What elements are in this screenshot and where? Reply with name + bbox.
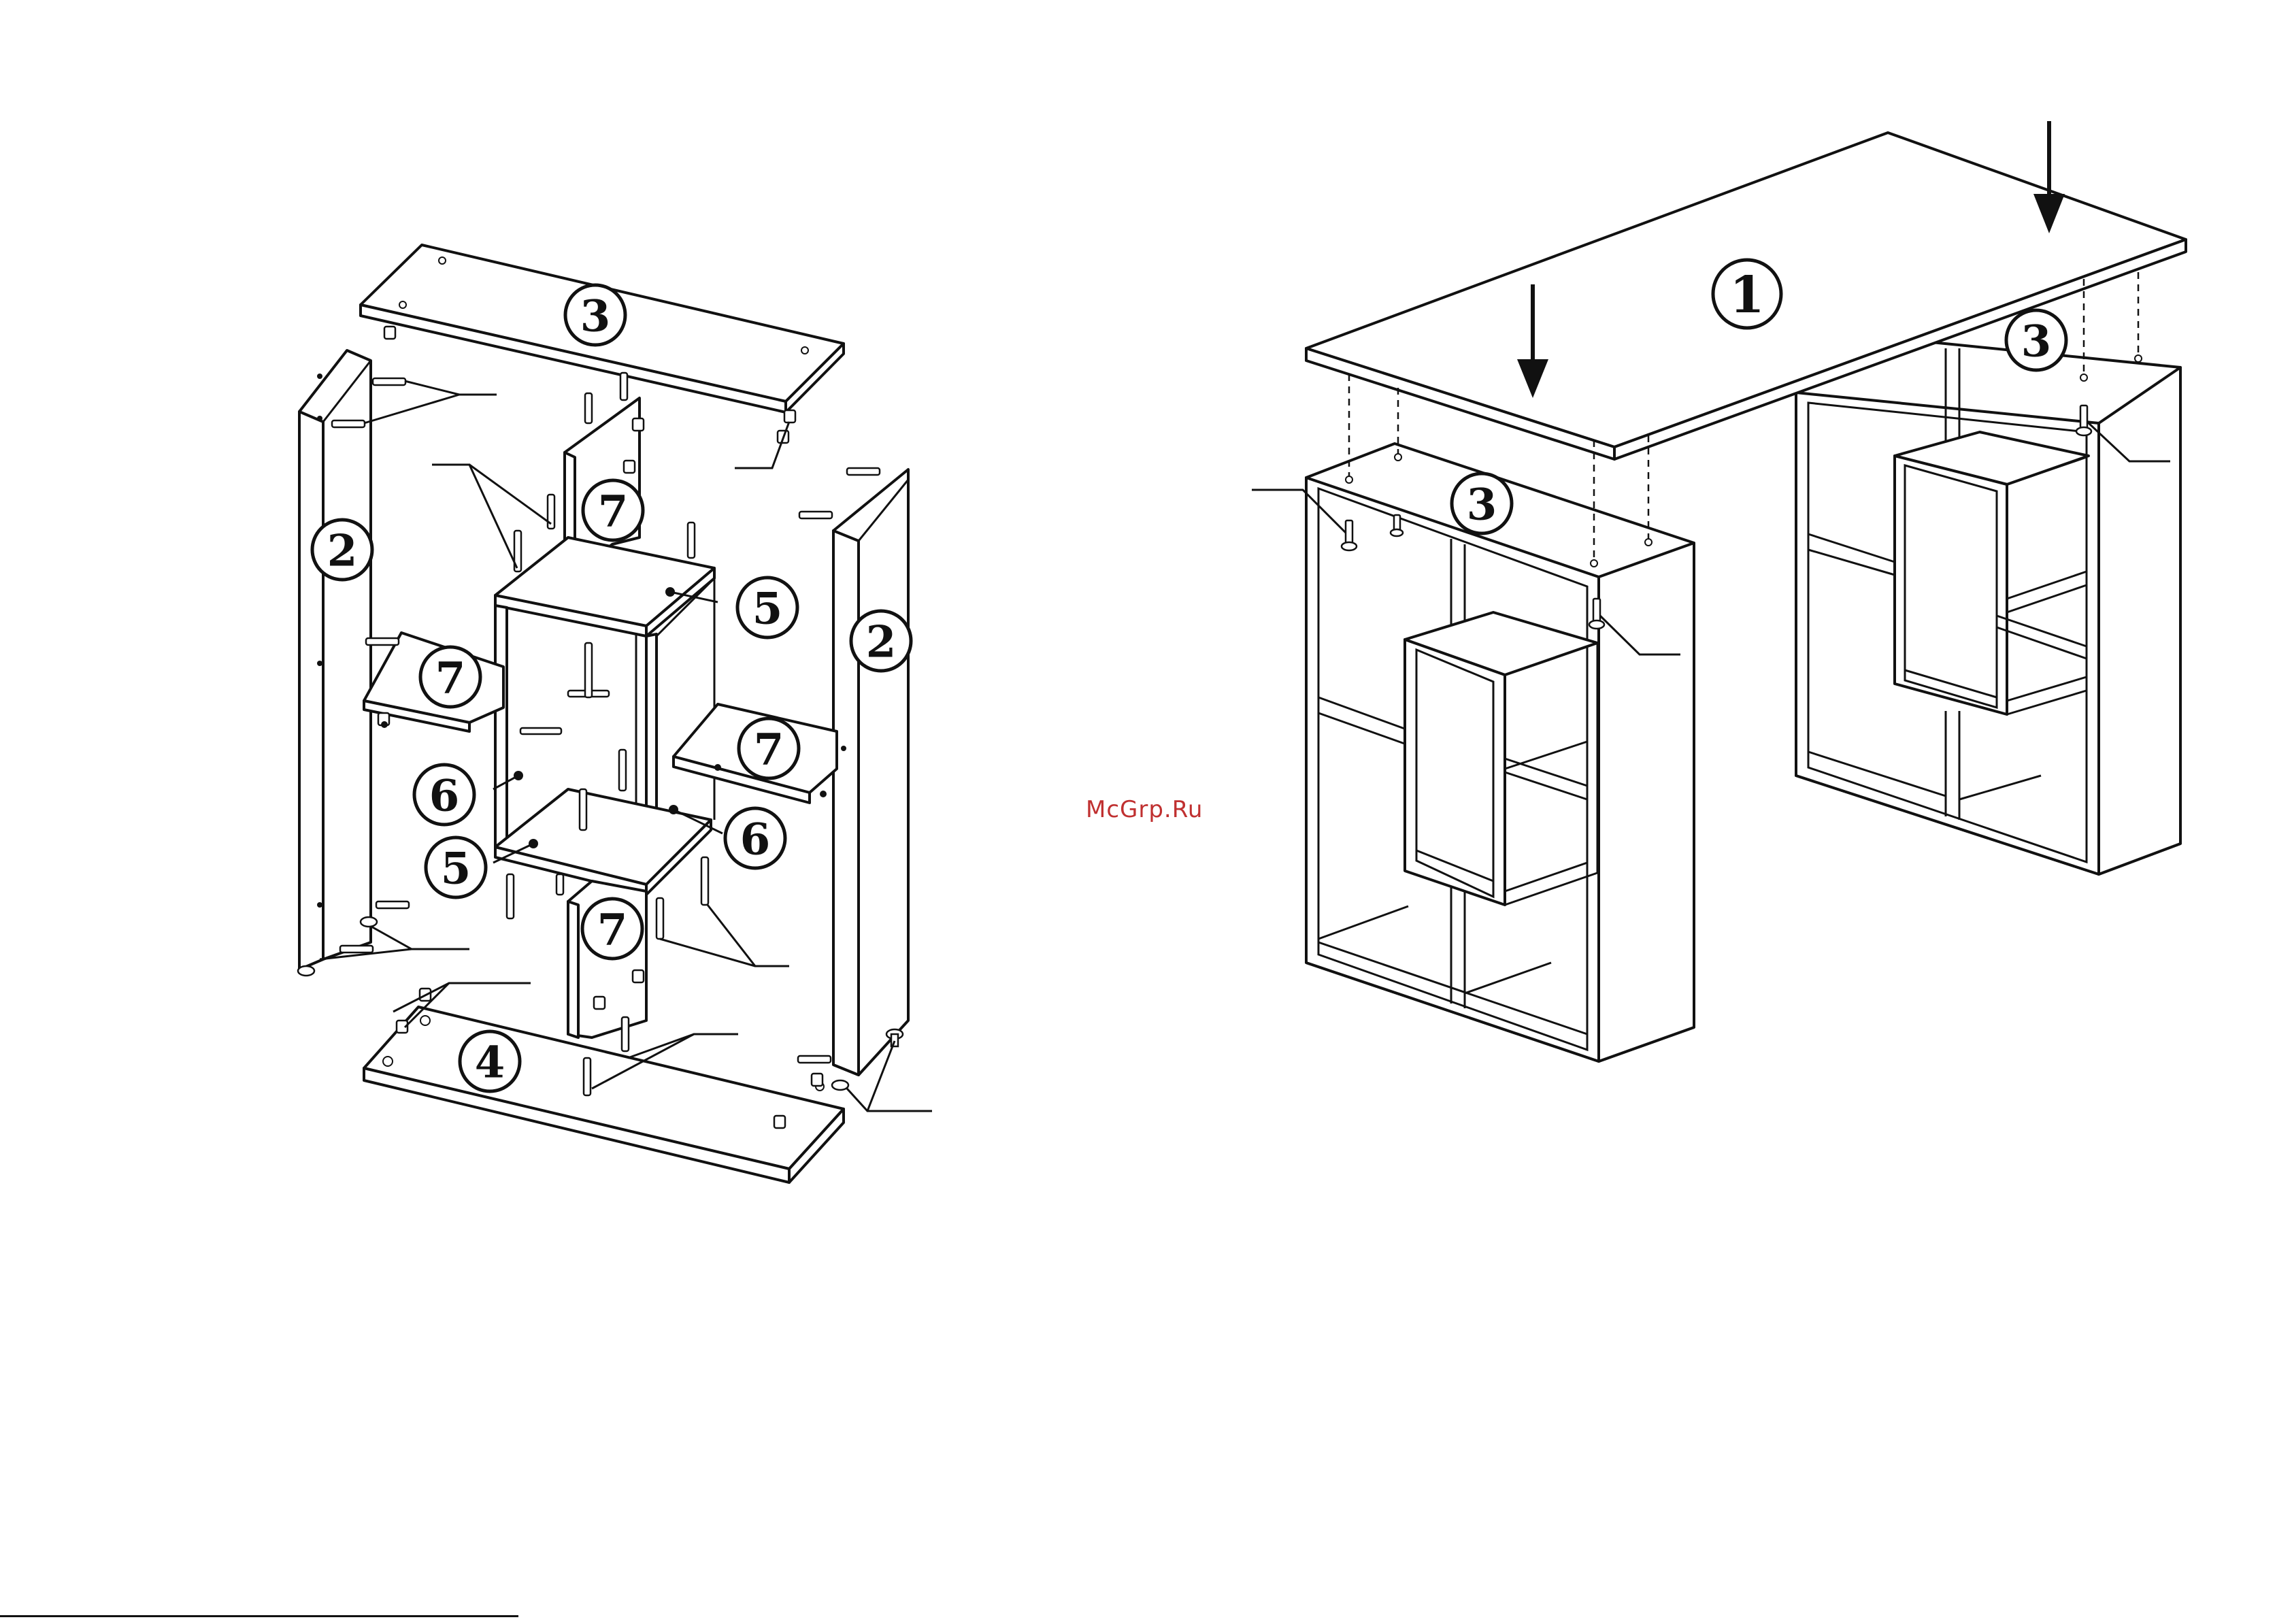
part-number: 7	[754, 725, 784, 776]
part-label-3-left: 3	[565, 285, 625, 345]
left-cabinet	[1306, 444, 1694, 1061]
part-number: 3	[1467, 480, 1497, 531]
part-label-1: 1	[1713, 260, 1781, 328]
part-number: 3	[2021, 316, 2052, 367]
watermark: McGrp.Ru	[1086, 796, 1203, 823]
right-side-panel	[833, 469, 908, 1075]
part-label-3-back: 3	[2006, 310, 2066, 370]
part-number: 3	[580, 291, 611, 342]
footer-rule	[0, 1615, 518, 1617]
part-label-7-lower: 7	[582, 899, 642, 959]
part-number: 5	[441, 844, 471, 895]
part-label-5-bottom: 5	[426, 838, 486, 897]
part-label-7-right-shelf: 7	[739, 718, 799, 778]
part-label-7-upper: 7	[583, 480, 643, 540]
part-number: 7	[598, 486, 629, 537]
part-number: 6	[429, 771, 460, 822]
part-label-2-right: 2	[851, 611, 911, 671]
part-number: 7	[435, 653, 466, 704]
right-cabinet	[1796, 337, 2180, 874]
part-number: 1	[1729, 266, 1765, 325]
part-number: 6	[740, 814, 771, 865]
part-number: 4	[475, 1038, 505, 1089]
part-number: 5	[752, 584, 783, 635]
part-label-6-left: 6	[414, 765, 474, 825]
part-number: 7	[597, 905, 628, 956]
part-label-5-top: 5	[737, 578, 797, 637]
central-box	[495, 537, 714, 895]
exploded-view: 3 2 7 5 2 7 7 6	[298, 245, 932, 1182]
part-label-6-right: 6	[725, 808, 785, 868]
part-number: 2	[866, 617, 897, 668]
assembled-view: 1 3 3	[1252, 121, 2186, 1061]
part-label-4: 4	[460, 1031, 520, 1091]
left-side-panel	[299, 350, 371, 970]
part-label-3-front: 3	[1452, 474, 1512, 533]
part-label-7-left-shelf: 7	[420, 647, 480, 707]
part-label-2-left: 2	[312, 520, 372, 580]
part-number: 2	[327, 526, 358, 577]
